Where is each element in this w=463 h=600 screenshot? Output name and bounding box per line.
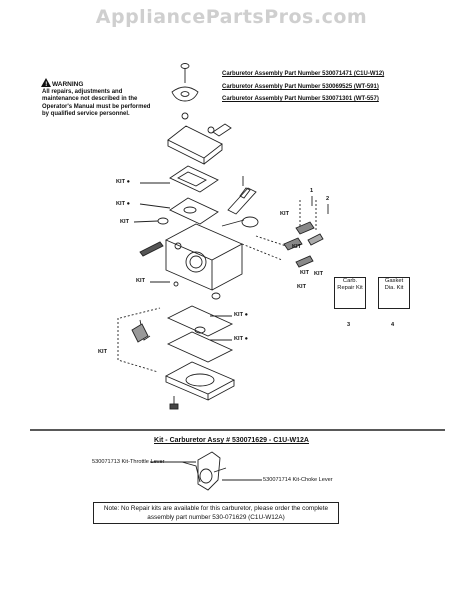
metering-gasket [166, 305, 234, 337]
warning-title: WARNING [52, 81, 84, 88]
callout-kit-3: KIT [120, 219, 130, 225]
callout-num-1: 1 [310, 188, 314, 194]
assembly-line-2: Carburetor Assembly Part Number 53006952… [222, 84, 379, 90]
callout-kit-6: KIT [300, 270, 310, 276]
callout-kit-10: KIT ● [234, 312, 248, 318]
choke-lever-label: 530071714 Kit-Choke Lever [263, 477, 333, 483]
callout-kit-2: KIT ● [116, 201, 130, 207]
callout-num-3: 3 [347, 322, 351, 328]
callout-kit-9: KIT [136, 278, 146, 284]
callout-num-4: 4 [391, 322, 395, 328]
kit-carburetor [197, 451, 221, 491]
assembly-line-3: Carburetor Assembly Part Number 53007130… [222, 96, 379, 102]
repair-kit-box: Carb. Repair Kit [334, 277, 366, 309]
warning-icon [41, 78, 51, 87]
pump-diaphragm [169, 197, 219, 225]
callout-kit-4: KIT [280, 211, 290, 217]
metering-diaphragm [166, 331, 234, 363]
callout-kit-5: KIT [292, 244, 302, 250]
assembly-line-1: Carburetor Assembly Part Number 53007147… [222, 71, 385, 77]
throttle-lever-label: 530071713 Kit-Throttle Lever [92, 459, 165, 465]
metering-cover [164, 361, 236, 395]
callout-kit-8: KIT [314, 271, 324, 277]
kit-section-title: Kit - Carburetor Assy # 530071629 - C1U-… [154, 437, 309, 444]
carb-body [164, 223, 244, 261]
svg-text:!: ! [45, 82, 47, 88]
cover-plate [171, 86, 199, 102]
warning-text: All repairs, adjustments and maintenance… [42, 89, 151, 118]
callout-num-2: 2 [326, 196, 330, 202]
watermark: AppliancePartsPros.com [95, 6, 368, 28]
callout-kit-1: KIT ● [116, 179, 130, 185]
callout-kit-11: KIT ● [234, 336, 248, 342]
callout-kit-12: KIT [98, 349, 108, 355]
gasket-kit-box: Gasket Dia. Kit [378, 277, 410, 309]
pump-gasket [169, 165, 219, 193]
note-box: Note: No Repair kits are available for t… [93, 502, 339, 524]
callout-kit-7: KIT [297, 284, 307, 290]
